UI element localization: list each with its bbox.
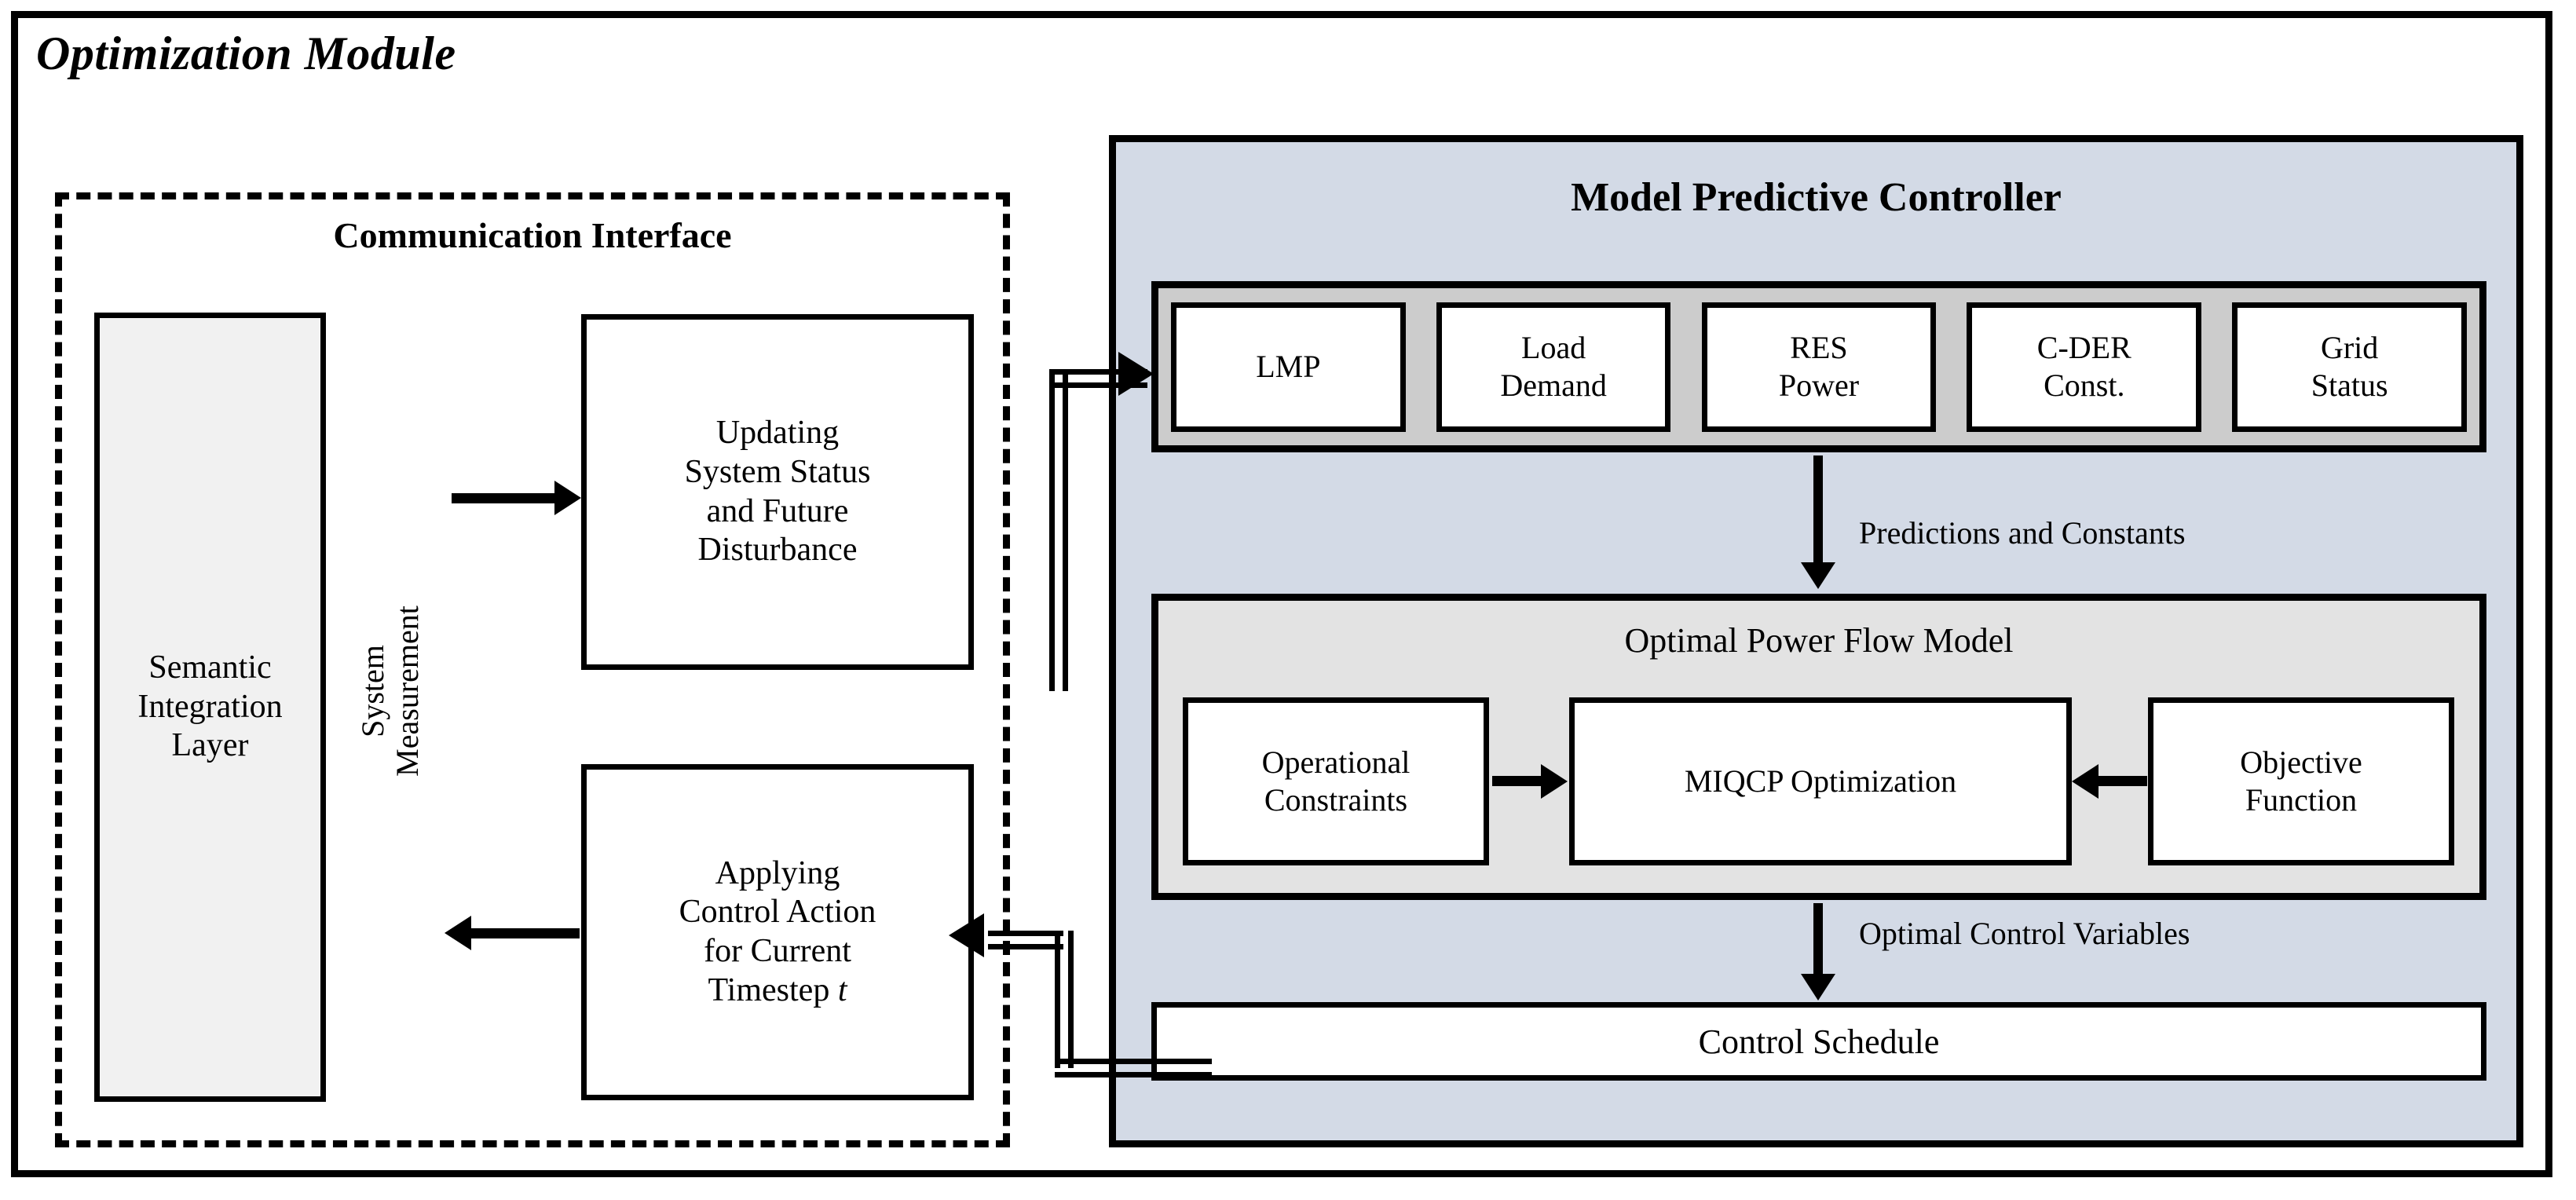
- arrow-right-icon: [1118, 352, 1154, 396]
- communication-interface-title: Communication Interface: [333, 215, 732, 255]
- connector-schedule-to-applying-upper: [988, 931, 1063, 949]
- connector-schedule-to-applying-lower: [1055, 1059, 1212, 1077]
- arrow-right-icon: [1541, 764, 1568, 799]
- arrow-objective-to-miqcp-shaft: [2097, 776, 2147, 786]
- input-cell-lmp[interactable]: LMP: [1171, 302, 1406, 432]
- arrow-opf-to-schedule-shaft: [1813, 903, 1823, 977]
- timestep-symbol: t: [837, 971, 847, 1008]
- arrow-sil-to-updating-shaft: [452, 493, 557, 503]
- optimal-power-flow-title: Optimal Power Flow Model: [1624, 621, 2014, 660]
- arrow-down-icon: [1801, 974, 1835, 1001]
- control-schedule-label: Control Schedule: [1698, 1022, 1940, 1061]
- connector-updating-to-mpc-horizontal: [1049, 369, 1147, 388]
- control-schedule-box[interactable]: Control Schedule: [1151, 1002, 2486, 1081]
- arrow-right-icon: [554, 481, 581, 515]
- arrow-down-icon: [1801, 562, 1835, 589]
- arrow-left-icon: [445, 916, 471, 950]
- arrow-constraints-to-miqcp-shaft: [1492, 776, 1542, 786]
- communication-interface-panel: [55, 192, 1010, 1147]
- connector-schedule-to-applying-vertical: [1055, 931, 1074, 1068]
- arrow-inputs-to-opf-shaft: [1813, 455, 1823, 565]
- page-title: Optimization Module: [36, 27, 456, 79]
- miqcp-optimization-box[interactable]: MIQCP Optimization: [1569, 697, 2072, 865]
- input-cell-lmp-label: LMP: [1256, 349, 1321, 384]
- model-predictive-controller-title: Model Predictive Controller: [1571, 175, 2062, 220]
- connector-updating-to-mpc-vertical: [1049, 369, 1068, 691]
- arrow-left-icon: [2072, 764, 2098, 799]
- optimal-control-variables-label: Optimal Control Variables: [1859, 916, 2190, 951]
- predictions-and-constants-label: Predictions and Constants: [1859, 515, 2186, 551]
- miqcp-optimization-label: MIQCP Optimization: [1684, 763, 1957, 799]
- arrow-left-icon: [949, 913, 984, 957]
- arrow-applying-to-sil-shaft: [471, 928, 580, 938]
